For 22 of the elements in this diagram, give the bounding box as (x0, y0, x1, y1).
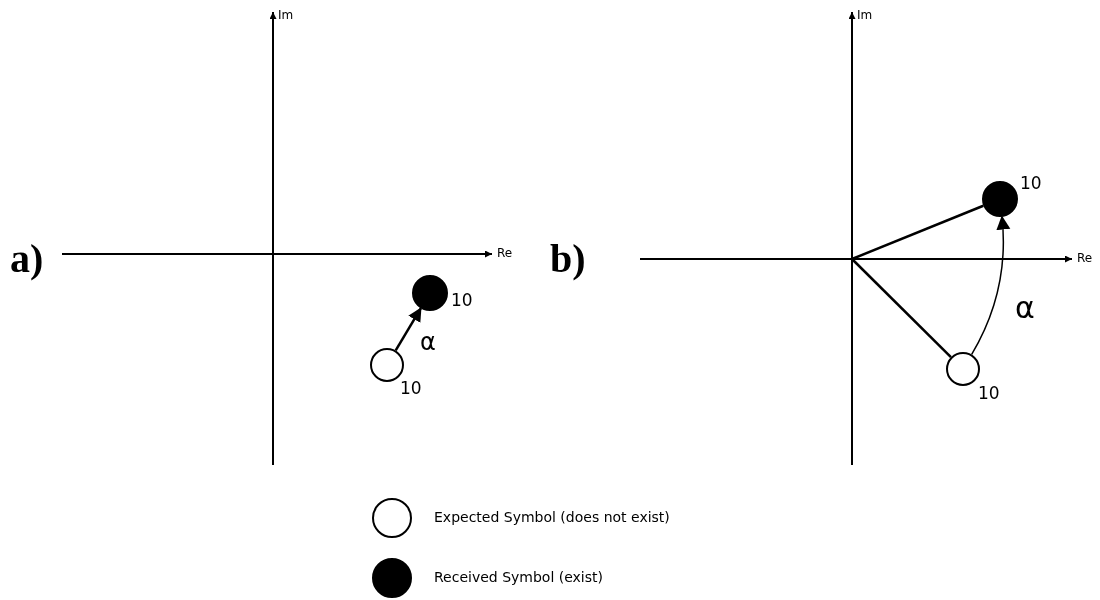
axis-label: Re (1077, 251, 1093, 265)
arrow (394, 307, 422, 352)
received-symbol-circle (982, 181, 1018, 217)
value-label: 10 (400, 378, 422, 398)
value-label: 10 (1020, 173, 1042, 193)
axis-label: Re (497, 246, 513, 260)
angle-label: α (1015, 290, 1035, 325)
panel-label: b) (550, 235, 586, 282)
axis-label: Im (857, 8, 873, 22)
value-label: 10 (978, 383, 1000, 403)
line (851, 258, 952, 358)
angle-label: α (420, 328, 436, 356)
expected-symbol-circle (946, 352, 980, 386)
axis-label: Im (278, 8, 294, 22)
legend-label: Expected Symbol (does not exist) (434, 509, 670, 525)
panel-label: a) (10, 235, 44, 282)
received-symbol-circle (412, 275, 448, 311)
legend-label: Received Symbol (exist) (434, 569, 603, 585)
expected-symbol-circle (370, 348, 404, 382)
line (851, 204, 984, 261)
arrow (970, 215, 1010, 356)
value-label: 10 (451, 290, 473, 310)
